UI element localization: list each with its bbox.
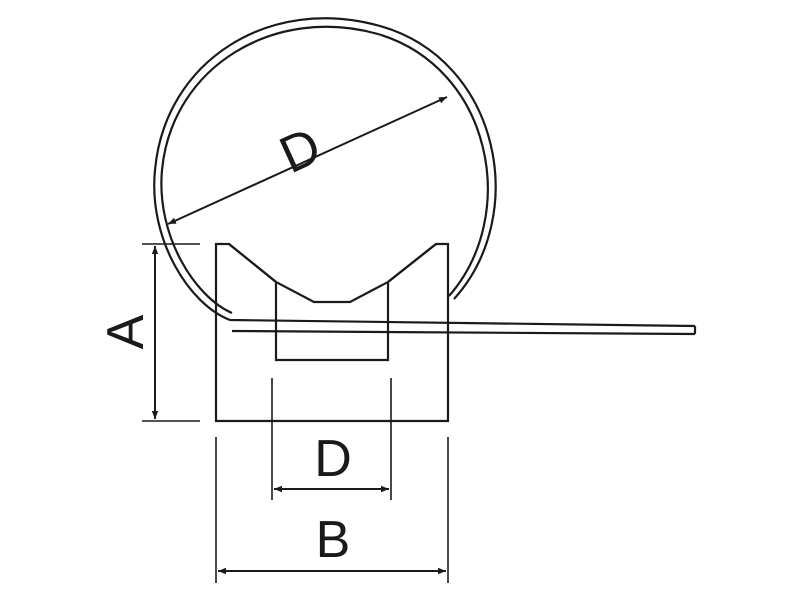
height-dimension: A bbox=[97, 243, 200, 422]
slot-width-dimension: D bbox=[271, 378, 392, 500]
height-label: A bbox=[97, 314, 155, 349]
slot-width-label: D bbox=[314, 430, 352, 488]
diameter-label: D bbox=[271, 117, 329, 185]
base-width-label: B bbox=[316, 511, 351, 569]
mount-base bbox=[214, 242, 450, 423]
diameter-dimension: D bbox=[167, 96, 448, 225]
cable-tie-loop bbox=[153, 17, 697, 336]
base-width-dimension: B bbox=[215, 437, 449, 583]
